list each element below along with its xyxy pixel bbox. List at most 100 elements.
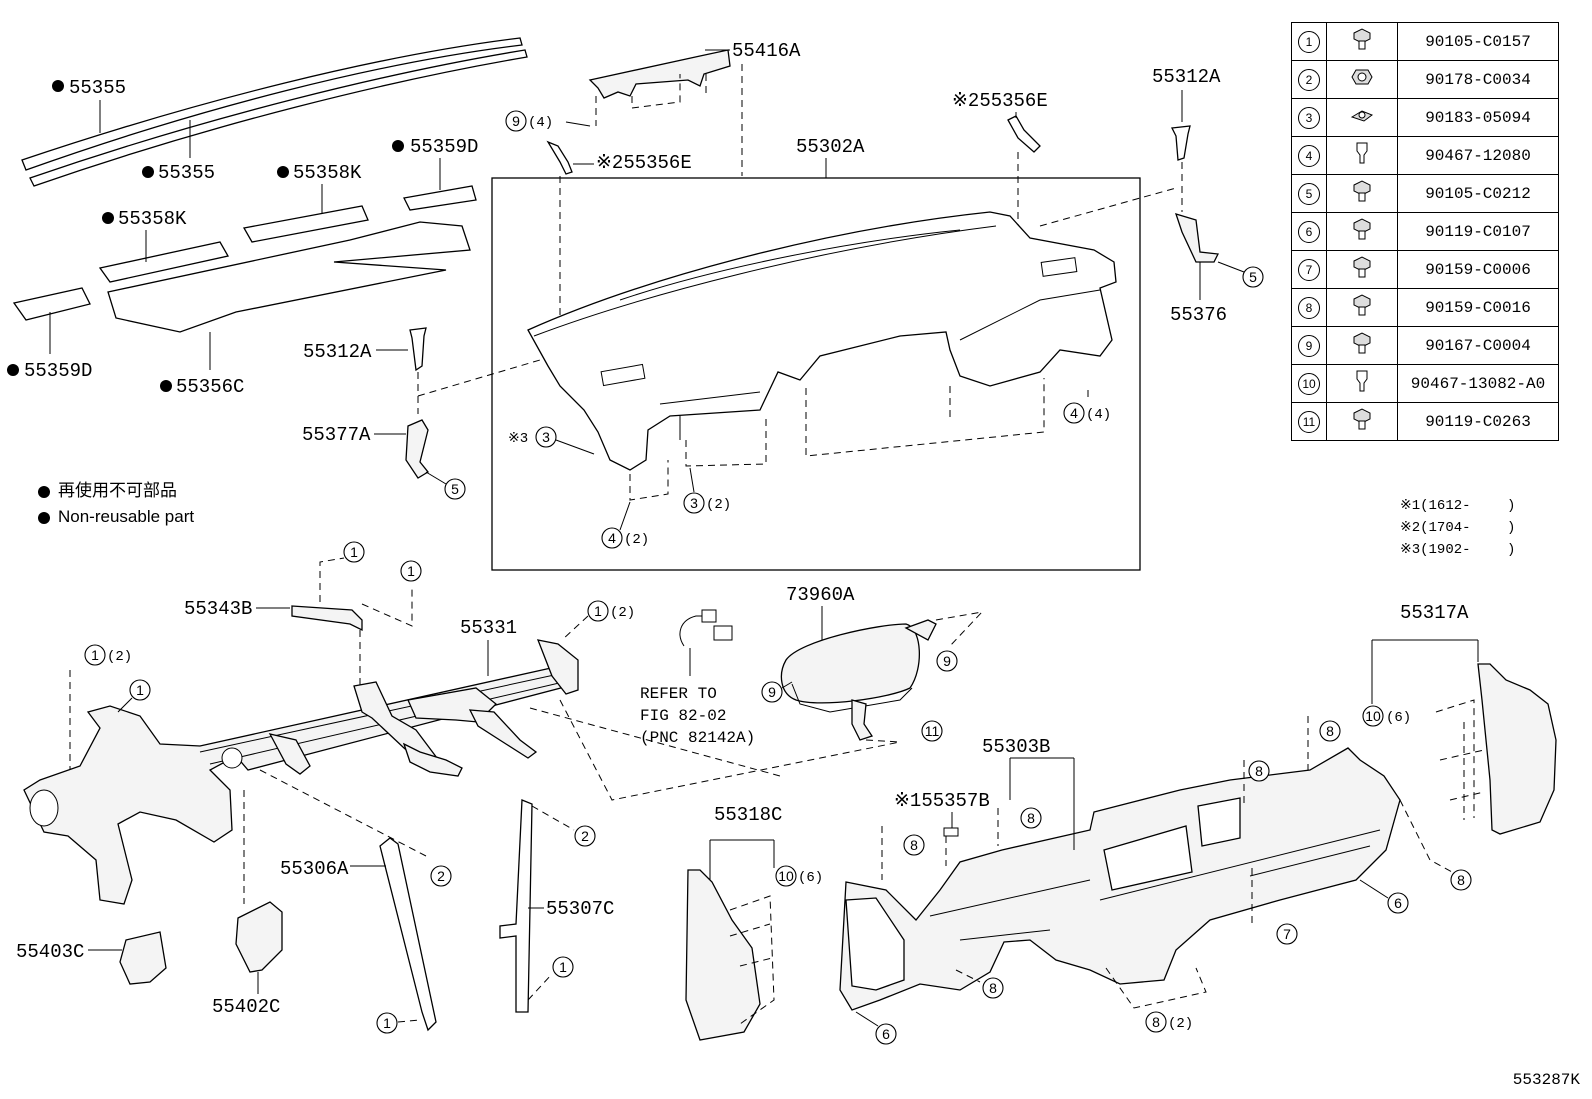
label-55359d-b: 55359D bbox=[24, 360, 92, 382]
part-connector bbox=[679, 609, 733, 676]
svg-text:8: 8 bbox=[1255, 763, 1263, 779]
fastener-number: 5 bbox=[1291, 174, 1327, 213]
label-55356e-right: ※255356E bbox=[952, 90, 1048, 112]
fastener-part-number: 90178-C0034 bbox=[1397, 60, 1559, 99]
label-55306a: 55306A bbox=[280, 858, 349, 880]
bolt-icon bbox=[1326, 326, 1398, 365]
fastener-number: 4 bbox=[1291, 136, 1327, 175]
label-55356e-left: ※255356E bbox=[596, 152, 692, 174]
label-55356c: 55356C bbox=[176, 376, 244, 398]
label-55377a: 55377A bbox=[302, 424, 371, 446]
part-55303b-structure bbox=[839, 747, 1401, 1011]
fastener-part-number: 90105-C0212 bbox=[1397, 174, 1559, 213]
svg-text:(2): (2) bbox=[610, 605, 635, 621]
svg-text:7: 7 bbox=[1283, 926, 1291, 942]
label-55376: 55376 bbox=[1170, 304, 1227, 326]
label-55355-b: 55355 bbox=[158, 162, 215, 184]
svg-text:4: 4 bbox=[608, 530, 616, 546]
svg-text:1: 1 bbox=[91, 647, 99, 663]
nut-icon bbox=[1326, 60, 1398, 99]
bolt-icon bbox=[1326, 22, 1398, 61]
label-55307c: 55307C bbox=[546, 898, 614, 920]
svg-text:(2): (2) bbox=[624, 532, 649, 548]
footnote-3: ※3(1902- ) bbox=[1400, 542, 1516, 558]
fastener-part-number: 90119-C0107 bbox=[1397, 212, 1559, 251]
part-55318c-panel bbox=[685, 869, 761, 1041]
part-55312a-clip-right bbox=[1171, 125, 1191, 161]
fastener-number: 1 bbox=[1291, 22, 1327, 61]
label-55303b: 55303B bbox=[982, 736, 1050, 758]
part-55416a-bracket bbox=[588, 49, 731, 99]
bolt-icon bbox=[1326, 288, 1398, 327]
label-55358k-b: 55358K bbox=[293, 162, 362, 184]
svg-text:5: 5 bbox=[451, 481, 459, 497]
label-55318c: 55318C bbox=[714, 804, 782, 826]
svg-text:6: 6 bbox=[882, 1026, 890, 1042]
non-reusable-dot-icon bbox=[38, 485, 50, 498]
part-73960a-airbag bbox=[780, 619, 937, 741]
footnote-2: ※2(1704- ) bbox=[1400, 520, 1516, 536]
part-55306a-brace bbox=[379, 837, 437, 1032]
svg-text:8: 8 bbox=[1457, 872, 1465, 888]
svg-text:6: 6 bbox=[1394, 895, 1402, 911]
part-55317a-panel bbox=[1477, 663, 1557, 835]
bolt-icon bbox=[1326, 250, 1398, 289]
label-55358k-a: 55358K bbox=[118, 208, 187, 230]
legend: 再使用不可部品 Non-reusable part bbox=[38, 478, 194, 530]
svg-text:9: 9 bbox=[512, 113, 520, 129]
svg-text:10: 10 bbox=[1365, 708, 1381, 724]
svg-text:(2): (2) bbox=[706, 497, 731, 513]
fastener-part-number: 90183-05094 bbox=[1397, 98, 1559, 137]
svg-text:8: 8 bbox=[1152, 1014, 1160, 1030]
part-55356e-right bbox=[1007, 115, 1041, 153]
svg-text:1: 1 bbox=[407, 563, 415, 579]
label-55312a-right: 55312A bbox=[1152, 66, 1221, 88]
clip-icon bbox=[1326, 136, 1398, 175]
svg-text:8: 8 bbox=[1027, 810, 1035, 826]
part-55312a-clip-left bbox=[409, 327, 427, 372]
label-55343b: 55343B bbox=[184, 598, 252, 620]
svg-text:3: 3 bbox=[690, 495, 698, 511]
svg-text:3: 3 bbox=[542, 429, 550, 445]
fastener-part-number: 90159-C0016 bbox=[1397, 288, 1559, 327]
part-55356e-left bbox=[546, 140, 573, 175]
svg-text:(6): (6) bbox=[1386, 710, 1411, 726]
svg-text:8: 8 bbox=[1326, 723, 1334, 739]
label-55402c: 55402C bbox=[212, 996, 280, 1018]
svg-text:4: 4 bbox=[1070, 405, 1078, 421]
svg-text:(PNC 82142A): (PNC 82142A) bbox=[640, 729, 755, 747]
svg-text:1: 1 bbox=[136, 682, 144, 698]
label-55357b: ※155357B bbox=[894, 790, 990, 812]
fastener-number: 9 bbox=[1291, 326, 1327, 365]
part-55377a-bracket bbox=[405, 419, 429, 479]
label-55317a: 55317A bbox=[1400, 602, 1469, 624]
bolt-icon bbox=[1326, 174, 1398, 213]
non-reusable-dot bbox=[142, 166, 154, 178]
non-reusable-dot bbox=[52, 80, 64, 92]
svg-text:(2): (2) bbox=[1168, 1016, 1193, 1032]
part-55403c-cover bbox=[119, 931, 167, 985]
footnote-1: ※1(1612- ) bbox=[1400, 498, 1516, 514]
bolt-icon bbox=[1326, 402, 1398, 441]
label-55331: 55331 bbox=[460, 617, 517, 639]
clip-icon bbox=[1326, 364, 1398, 403]
fastener-number: 7 bbox=[1291, 250, 1327, 289]
svg-text:2: 2 bbox=[437, 868, 445, 884]
svg-text:(4): (4) bbox=[1086, 407, 1111, 423]
part-55402c-cover bbox=[235, 901, 283, 973]
svg-text:9: 9 bbox=[768, 684, 776, 700]
fastener-number: 10 bbox=[1291, 364, 1327, 403]
fastener-part-number: 90119-C0263 bbox=[1397, 402, 1559, 441]
part-55357b bbox=[943, 827, 959, 837]
label-55302a: 55302A bbox=[796, 136, 865, 158]
